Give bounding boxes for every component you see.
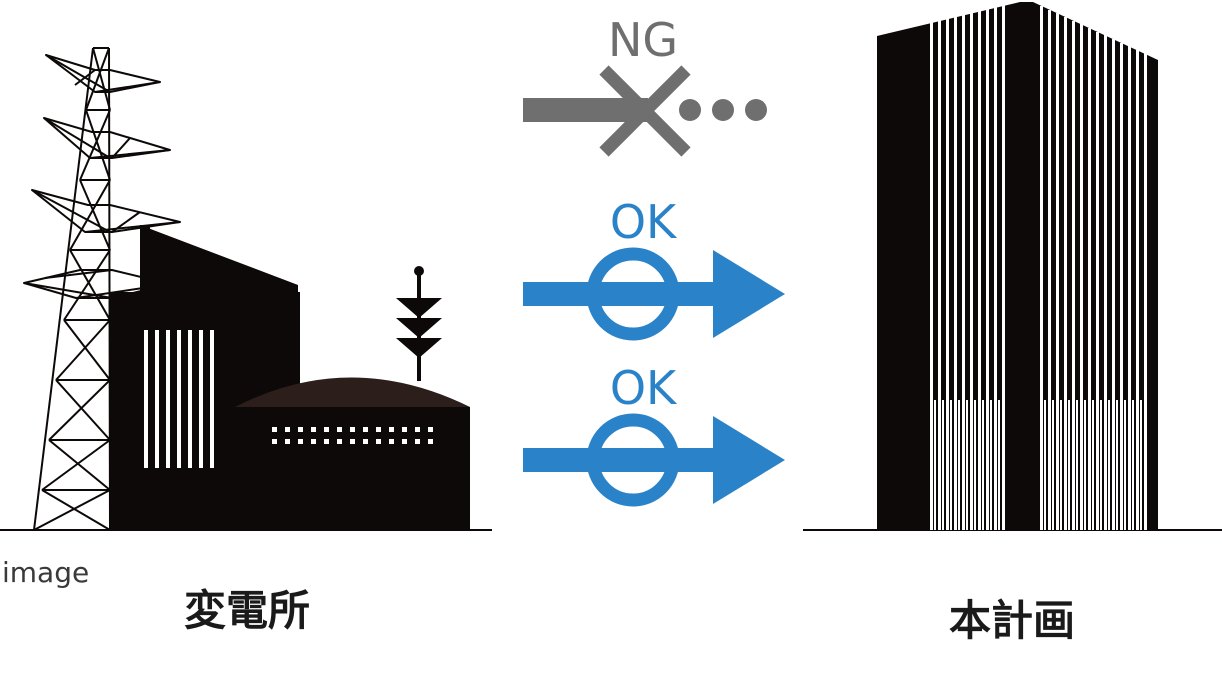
tower-base-stripes (934, 400, 1142, 530)
office-tower-icon (877, 2, 1158, 530)
ok-route-1: OK (523, 195, 785, 341)
ok-route-2: OK (523, 361, 785, 507)
corner-image-note: image (2, 556, 89, 589)
ng-route-label: NG (608, 13, 678, 67)
ng-route: NG (523, 13, 767, 157)
building-label: 本計画 (949, 596, 1075, 645)
insulator-antenna-icon (396, 266, 442, 381)
ellipsis-icon (679, 99, 767, 121)
ok-circle-icon (586, 413, 680, 507)
substation-label: 変電所 (184, 586, 310, 635)
arrow-head-icon (713, 250, 785, 338)
substation-window-stripes (144, 330, 214, 468)
ok-route-1-label: OK (610, 195, 678, 249)
arrow-head-icon (713, 416, 785, 504)
tower-facade-stripes (930, 3, 1147, 530)
ok-circle-icon (586, 247, 680, 341)
ok-route-2-label: OK (610, 361, 678, 415)
transmission-tower-icon (23, 47, 181, 531)
substation-icon (110, 225, 470, 530)
substation-vent-dots (272, 427, 433, 444)
